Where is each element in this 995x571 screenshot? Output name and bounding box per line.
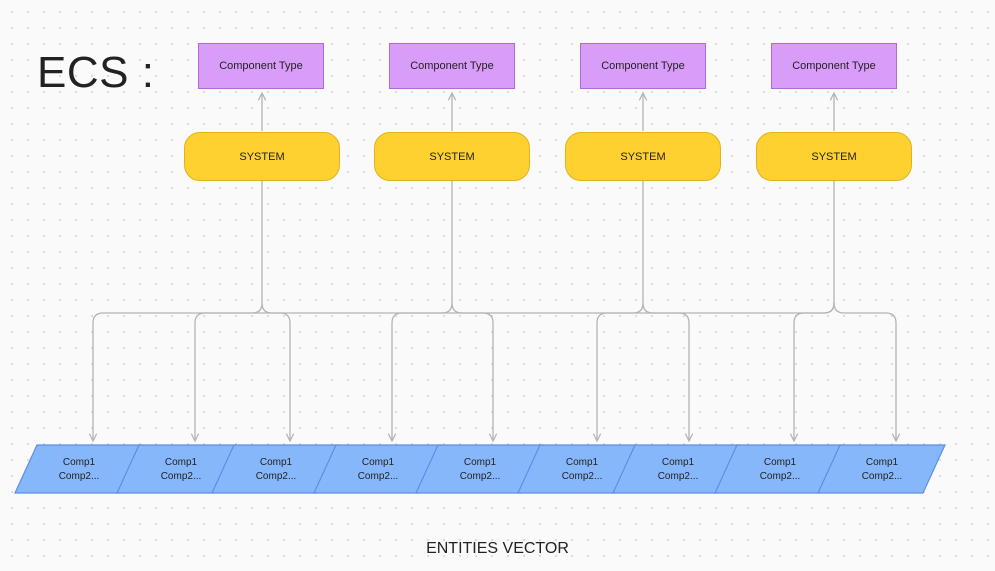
system-to-entity-connectors [93, 181, 896, 441]
system-4[interactable]: SYSTEM [756, 132, 912, 181]
system-1[interactable]: SYSTEM [184, 132, 340, 181]
entity-5-label: Comp1 Comp2... [445, 453, 515, 487]
entity-8-comp1: Comp1 [763, 457, 797, 468]
system-trunk-1 [93, 181, 263, 441]
entity-3-label: Comp1 Comp2... [241, 453, 311, 487]
component-type-4[interactable]: Component Type [771, 43, 897, 89]
branch-a [261, 302, 290, 441]
entity-5-comp2: Comp2... [459, 471, 501, 482]
system-to-type-arrows [262, 93, 834, 131]
branch-b [451, 302, 493, 441]
entity-2-label: Comp1 Comp2... [146, 453, 216, 487]
entity-4-comp2: Comp2... [357, 471, 399, 482]
entities-vector [14, 444, 946, 494]
entity-9[interactable] [817, 444, 946, 494]
system-3[interactable]: SYSTEM [565, 132, 721, 181]
entity-9-comp1: Comp1 [865, 457, 899, 468]
entity-6-comp1: Comp1 [565, 457, 599, 468]
entities-vector-label: ENTITIES VECTOR [426, 540, 569, 557]
branch-d [794, 302, 835, 441]
entity-3-comp2: Comp2... [255, 471, 297, 482]
entity-6-comp2: Comp2... [561, 471, 603, 482]
system-trunk-3 [392, 181, 644, 441]
entity-7-comp1: Comp1 [661, 457, 695, 468]
entity-6-label: Comp1 Comp2... [547, 453, 617, 487]
entity-2-comp1: Comp1 [164, 457, 198, 468]
entity-7-label: Comp1 Comp2... [643, 453, 713, 487]
entity-1-comp2: Comp2... [58, 471, 100, 482]
entity-4-label: Comp1 Comp2... [343, 453, 413, 487]
entity-9-label: Comp1 Comp2... [847, 453, 917, 487]
entity-8-label: Comp1 Comp2... [745, 453, 815, 487]
entity-1-label: Comp1 Comp2... [44, 453, 114, 487]
entity-1-comp1: Comp1 [62, 457, 96, 468]
entity-3-comp1: Comp1 [259, 457, 293, 468]
component-type-1[interactable]: Component Type [198, 43, 324, 89]
branch-e [833, 302, 896, 441]
component-type-3[interactable]: Component Type [580, 43, 706, 89]
system-2[interactable]: SYSTEM [374, 132, 530, 181]
system-trunk-2 [195, 181, 453, 441]
entity-9-comp2: Comp2... [861, 471, 903, 482]
entity-5-comp1: Comp1 [463, 457, 497, 468]
entity-2-comp2: Comp2... [160, 471, 202, 482]
system-trunk-4 [597, 181, 835, 441]
branch-c [642, 302, 689, 441]
entity-4-comp1: Comp1 [361, 457, 395, 468]
entity-8-comp2: Comp2... [759, 471, 801, 482]
component-type-2[interactable]: Component Type [389, 43, 515, 89]
entity-7-comp2: Comp2... [657, 471, 699, 482]
diagram-title: ECS : [37, 48, 155, 97]
